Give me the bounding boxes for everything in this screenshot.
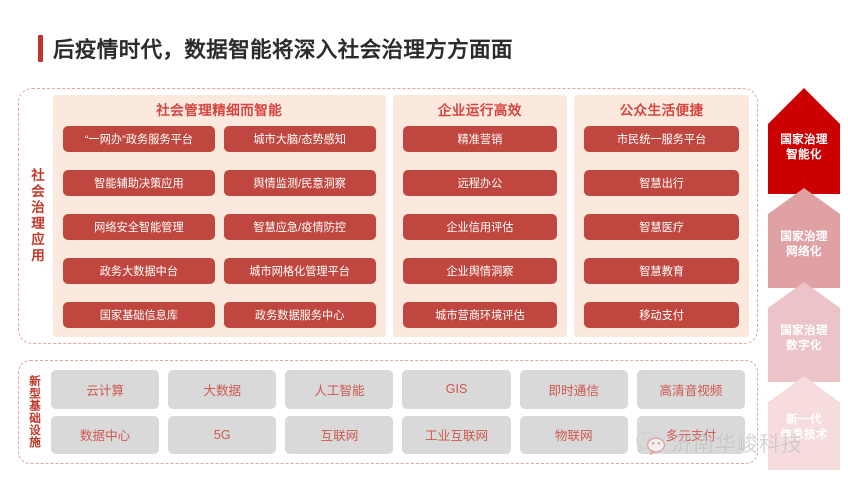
app-chip[interactable]: 舆情监测/民意洞察	[223, 170, 376, 196]
applications-panels: 社会管理精细而智能 “一网办”政务服务平台 城市大脑/态势感知 智能辅助决策应用…	[53, 89, 757, 343]
app-chip[interactable]: 企业信用评估	[402, 214, 558, 240]
infrastructure-chip-grid: 云计算 大数据 人工智能 GIS 即时通信 高清音视频 数据中心 5G 互联网 …	[49, 361, 757, 463]
app-chip[interactable]: 精准营销	[402, 126, 558, 152]
app-chip[interactable]: 政务大数据中台	[63, 258, 215, 284]
arrow-segment-label: 国家治理网络化	[780, 229, 828, 258]
panel-chip-grid: 精准营销 远程办公 企业信用评估 企业舆情洞察 城市营商环境评估	[402, 126, 558, 328]
app-chip[interactable]: 政务数据服务中心	[223, 302, 376, 328]
arrow-segment-networked: 国家治理网络化	[768, 188, 840, 288]
applications-section: 社会治理应用 社会管理精细而智能 “一网办”政务服务平台 城市大脑/态势感知 智…	[18, 88, 758, 344]
app-chip[interactable]: 市民统一服务平台	[584, 126, 739, 152]
app-chip[interactable]: 智慧应急/疫情防控	[223, 214, 376, 240]
arrow-segment-label: 国家治理智能化	[780, 132, 828, 161]
infra-chip[interactable]: 大数据	[168, 370, 277, 409]
infrastructure-section: 新型基础设施 云计算 大数据 人工智能 GIS 即时通信 高清音视频 数据中心 …	[18, 360, 758, 464]
app-chip[interactable]: 智慧出行	[584, 170, 739, 196]
infra-chip[interactable]: 云计算	[51, 370, 160, 409]
applications-side-label: 社会治理应用	[29, 168, 44, 264]
title-accent-bar	[38, 35, 43, 62]
app-chip[interactable]: 智能辅助决策应用	[63, 170, 215, 196]
infra-chip[interactable]: 5G	[168, 415, 277, 454]
infra-chip[interactable]: 人工智能	[285, 370, 394, 409]
infra-chip[interactable]: 工业互联网	[402, 415, 511, 454]
panel-enterprise-efficiency: 企业运行高效 精准营销 远程办公 企业信用评估 企业舆情洞察 城市营商环境评估	[392, 95, 568, 337]
infrastructure-side-label: 新型基础设施	[28, 375, 41, 449]
panel-heading: 社会管理精细而智能	[156, 103, 283, 118]
infra-chip[interactable]: GIS	[402, 370, 511, 409]
governance-arrow-stack: 国家治理智能化 国家治理网络化 国家治理数字化 新一代信息技术	[768, 88, 840, 470]
panel-chip-grid: 市民统一服务平台 智慧出行 智慧医疗 智慧教育 移动支付	[584, 126, 739, 328]
arrow-segment-new-generation-it: 新一代信息技术	[768, 376, 840, 470]
app-chip[interactable]: 国家基础信息库	[63, 302, 215, 328]
page-title: 后疫情时代，数据智能将深入社会治理方方面面	[38, 33, 513, 64]
panel-social-management: 社会管理精细而智能 “一网办”政务服务平台 城市大脑/态势感知 智能辅助决策应用…	[53, 95, 386, 337]
app-chip[interactable]: 智慧医疗	[584, 214, 739, 240]
panel-public-life: 公众生活便捷 市民统一服务平台 智慧出行 智慧医疗 智慧教育 移动支付	[574, 95, 749, 337]
infra-chip[interactable]: 数据中心	[51, 415, 160, 454]
arrow-segment-intelligent: 国家治理智能化	[768, 88, 840, 194]
arrow-segment-digital: 国家治理数字化	[768, 282, 840, 382]
app-chip[interactable]: 城市营商环境评估	[402, 302, 558, 328]
panel-heading: 企业运行高效	[437, 103, 522, 118]
panel-chip-grid: “一网办”政务服务平台 城市大脑/态势感知 智能辅助决策应用 舆情监测/民意洞察…	[63, 126, 376, 328]
panel-heading: 公众生活便捷	[619, 103, 704, 118]
app-chip[interactable]: 移动支付	[584, 302, 739, 328]
infra-chip[interactable]: 物联网	[519, 415, 628, 454]
app-chip[interactable]: 城市大脑/态势感知	[223, 126, 376, 152]
infra-chip[interactable]: 互联网	[285, 415, 394, 454]
app-chip[interactable]: 城市网格化管理平台	[223, 258, 376, 284]
arrow-segment-label: 国家治理数字化	[780, 323, 828, 352]
app-chip[interactable]: 智慧教育	[584, 258, 739, 284]
infra-chip[interactable]: 多元支付	[636, 415, 745, 454]
infra-chip[interactable]: 即时通信	[519, 370, 628, 409]
arrow-segment-label: 新一代信息技术	[780, 412, 828, 441]
app-chip[interactable]: 网络安全智能管理	[63, 214, 215, 240]
app-chip[interactable]: 企业舆情洞察	[402, 258, 558, 284]
app-chip[interactable]: “一网办”政务服务平台	[63, 126, 215, 152]
app-chip[interactable]: 远程办公	[402, 170, 558, 196]
title-text: 后疫情时代，数据智能将深入社会治理方方面面	[53, 38, 513, 62]
infra-chip[interactable]: 高清音视频	[636, 370, 745, 409]
